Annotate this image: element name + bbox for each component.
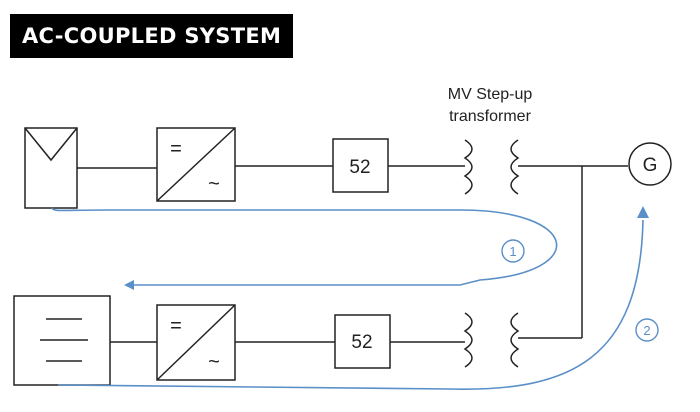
transformer-label-line2: transformer (449, 108, 531, 125)
inverter-ac-symbol-top: ~ (208, 173, 220, 195)
flow-1-badge (501, 239, 525, 263)
flow-2-badge (635, 318, 659, 342)
inverter-dc-symbol-bottom: = (170, 315, 182, 337)
inverter-dc-symbol-top: = (170, 138, 182, 160)
battery-icon (13, 295, 111, 386)
transformer-icon-bottom (463, 312, 520, 368)
diagram-title: AC-COUPLED SYSTEM (10, 14, 294, 58)
flow-path-1 (51, 207, 558, 286)
flow-2-label: 2 (643, 323, 650, 338)
breaker-label-bottom: 52 (351, 332, 372, 353)
transformer-label-line1: MV Step-up (448, 86, 533, 103)
flow-arrowhead-2 (637, 206, 649, 218)
generator-icon (628, 142, 672, 186)
breaker-box-top (332, 138, 389, 193)
flow-path-2 (57, 219, 644, 390)
pv-panel-icon (24, 127, 78, 209)
inverter-icon-top: = ~ (156, 127, 236, 202)
flow-1-label: 1 (509, 244, 516, 259)
inverter-icon-bottom: = ~ (156, 304, 236, 381)
breaker-label-top: 52 (349, 157, 370, 178)
breaker-box-bottom (334, 314, 391, 369)
flow-arrowhead-1 (124, 280, 134, 290)
transformer-icon-top (463, 139, 520, 195)
generator-label: G (643, 155, 658, 176)
inverter-ac-symbol-bottom: ~ (208, 351, 220, 373)
